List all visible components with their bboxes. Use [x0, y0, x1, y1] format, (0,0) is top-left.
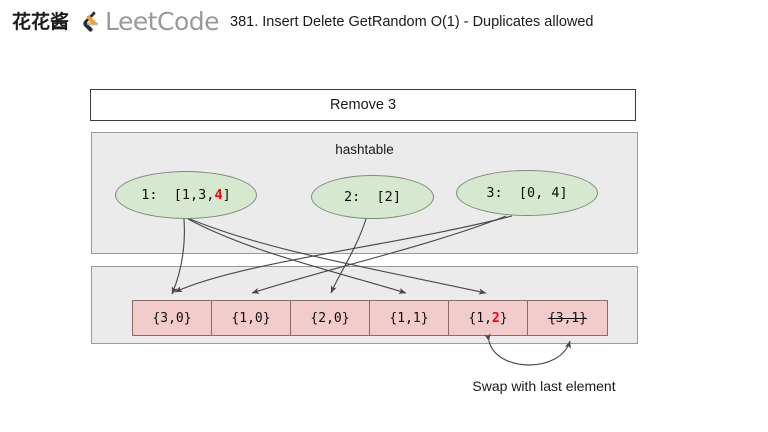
hashtable-label: hashtable: [335, 142, 394, 157]
array-cell-5-text: {3,1}: [547, 310, 588, 326]
leetcode-logo-text: LeetCode: [105, 7, 220, 36]
array-cell-1-text: {1,0}: [231, 310, 271, 326]
hashtable-entry-3-text: 3: [0, 4]: [486, 185, 568, 201]
operation-title-box: Remove 3: [90, 89, 636, 121]
array-cell-2: {2,0}: [291, 301, 370, 335]
hashtable-entry-3: 3: [0, 4]: [456, 170, 598, 216]
array-cell-0-text: {3,0}: [152, 310, 192, 326]
array-cell-5: {3,1}: [528, 301, 607, 335]
hashtable-entry-2-text: 2: [2]: [344, 189, 401, 205]
array-cell-3-text: {1,1}: [389, 310, 429, 326]
array-cell-2-text: {2,0}: [310, 310, 350, 326]
leetcode-logo: LeetCode: [78, 7, 220, 37]
array-cell-4-highlight: 2: [491, 310, 500, 326]
arrow-swap-last-element: [484, 333, 571, 366]
brand-chinese-label: 花花酱: [12, 11, 70, 33]
array-row: {3,0} {1,0} {2,0} {1,1} {1,2} {3,1}: [132, 300, 608, 336]
hashtable-entry-1-highlight: 4: [214, 187, 223, 203]
array-cell-1: {1,0}: [212, 301, 291, 335]
array-cell-3: {1,1}: [370, 301, 449, 335]
array-cell-4-prefix: {1,: [468, 310, 492, 326]
array-cell-4-suffix: }: [499, 310, 508, 326]
array-cell-4: {1,2}: [449, 301, 528, 335]
hashtable-entry-2: 2: [2]: [311, 175, 434, 219]
hashtable-entry-1-suffix: ]: [222, 187, 231, 203]
leetcode-logo-icon: [83, 11, 99, 32]
swap-caption: Swap with last element: [472, 378, 616, 394]
array-cell-0: {3,0}: [133, 301, 212, 335]
hashtable-entry-1-prefix: 1: [1,3,: [141, 187, 215, 203]
page-header: 花花酱 LeetCode 381. Insert Delete GetRando…: [0, 0, 768, 48]
page-title: 381. Insert Delete GetRandom O(1) - Dupl…: [230, 14, 594, 30]
hashtable-entry-1: 1: [1,3,4]: [115, 171, 257, 219]
